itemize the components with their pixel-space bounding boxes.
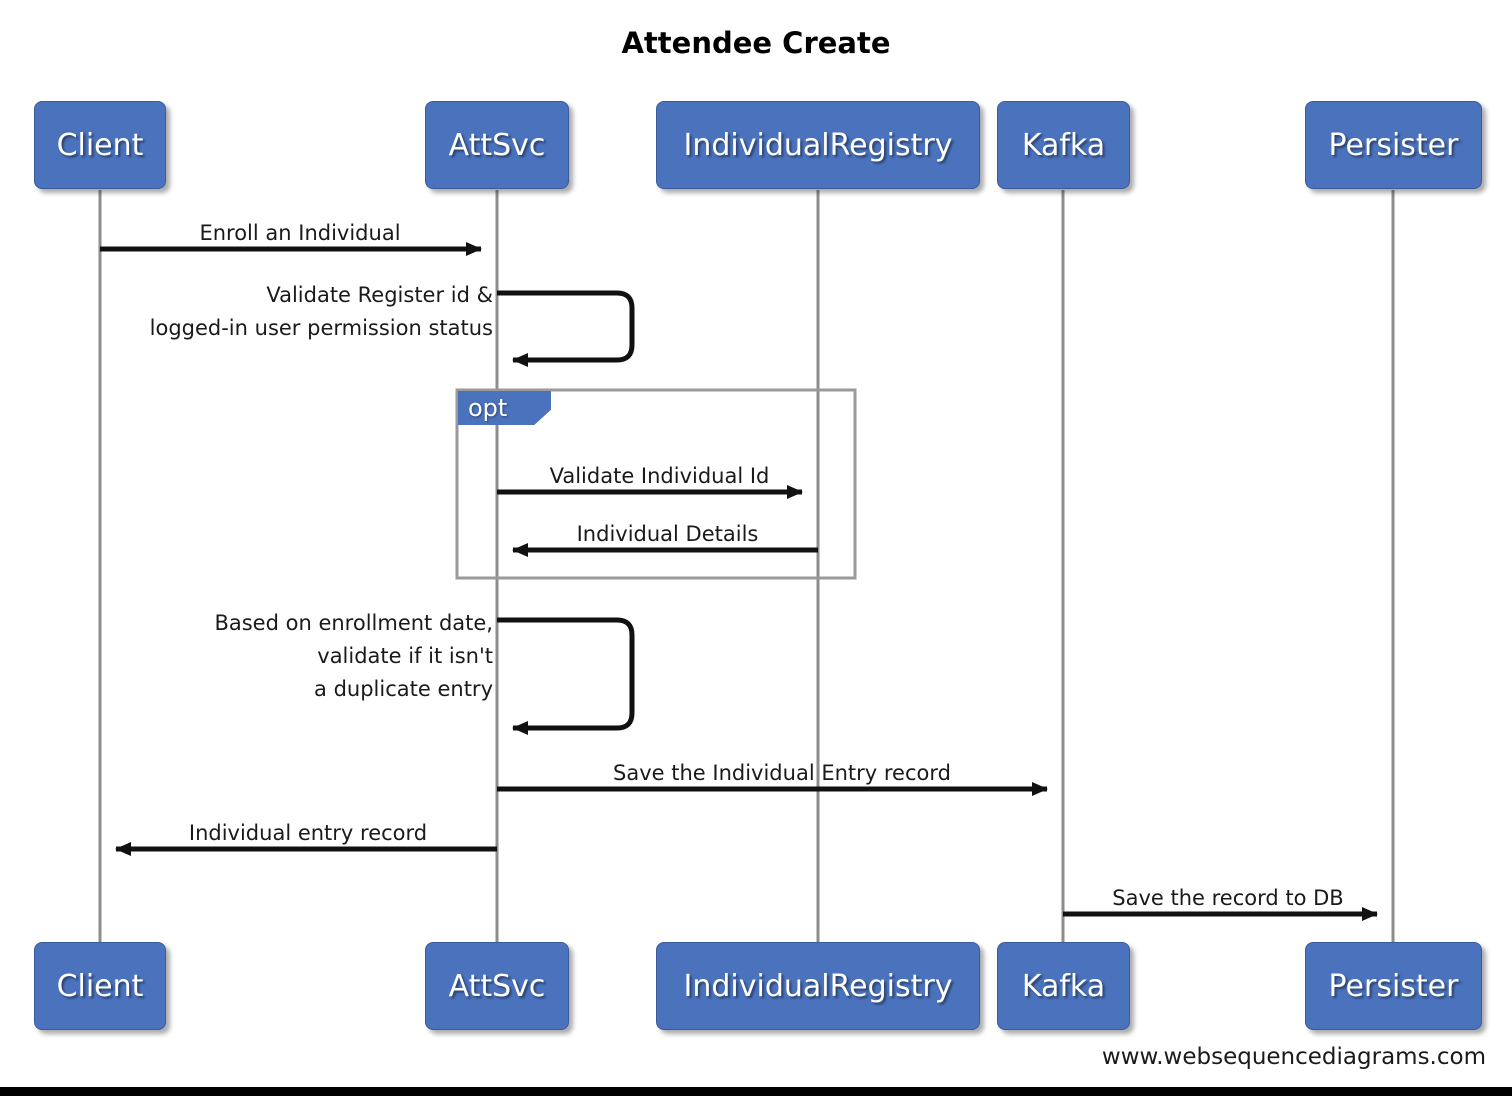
participant-box-attsvc-bottom[interactable]: AttSvc xyxy=(425,942,569,1030)
participant-label-kafka-bottom: Kafka xyxy=(1021,968,1106,1004)
message-label-save-the-individual-entry-record: Save the Individual Entry record xyxy=(613,761,951,785)
participant-box-client-top[interactable]: Client xyxy=(34,101,166,189)
participant-label-client-bottom: Client xyxy=(56,968,144,1004)
self-message-loop-duplicate-entry-check xyxy=(497,617,635,735)
participant-label-attsvc-top: AttSvc xyxy=(448,127,546,163)
page-title: Attendee Create xyxy=(621,26,891,60)
participant-box-individualregistry-top[interactable]: IndividualRegistry xyxy=(656,101,980,189)
participant-label-persister-bottom: Persister xyxy=(1328,968,1459,1004)
message-label-enroll-an-individual: Enroll an Individual xyxy=(199,221,401,245)
participant-box-kafka-top[interactable]: Kafka xyxy=(997,101,1130,189)
participant-box-client-bottom[interactable]: Client xyxy=(34,942,166,1030)
message-label-individual-details: Individual Details xyxy=(576,522,759,546)
bottom-black-bar xyxy=(0,1087,1512,1096)
message-label-duplicate-entry-check: Based on enrollment date, validate if it… xyxy=(214,611,493,701)
participant-box-individualregistry-bottom[interactable]: IndividualRegistry xyxy=(656,942,980,1030)
participant-label-individualregistry-top: IndividualRegistry xyxy=(683,127,953,163)
participant-label-persister-top: Persister xyxy=(1328,127,1459,163)
participant-label-client-top: Client xyxy=(56,127,144,163)
message-label-individual-entry-record: Individual entry record xyxy=(188,821,428,845)
message-label-save-the-record-to-db: Save the record to DB xyxy=(1112,886,1344,910)
participant-box-kafka-bottom[interactable]: Kafka xyxy=(997,942,1130,1030)
footer-watermark-url: www.websequencediagrams.com xyxy=(1101,1044,1486,1070)
fragment-opt-box xyxy=(455,388,857,580)
participant-label-attsvc-bottom: AttSvc xyxy=(448,968,546,1004)
participant-box-persister-top[interactable]: Persister xyxy=(1305,101,1482,189)
fragment-operator-tab-opt: opt xyxy=(458,391,551,425)
self-message-loop-validate-register-id xyxy=(497,290,635,367)
participant-label-kafka-top: Kafka xyxy=(1021,127,1106,163)
participant-box-attsvc-top[interactable]: AttSvc xyxy=(425,101,569,189)
message-label-validate-individual-id: Validate Individual Id xyxy=(549,464,770,488)
participant-box-persister-bottom[interactable]: Persister xyxy=(1305,942,1482,1030)
participant-label-individualregistry-bottom: IndividualRegistry xyxy=(683,968,953,1004)
message-label-validate-register-id: Validate Register id & logged-in user pe… xyxy=(149,283,493,340)
lifelines xyxy=(98,190,1395,945)
fragment-operator-label: opt xyxy=(468,394,508,422)
